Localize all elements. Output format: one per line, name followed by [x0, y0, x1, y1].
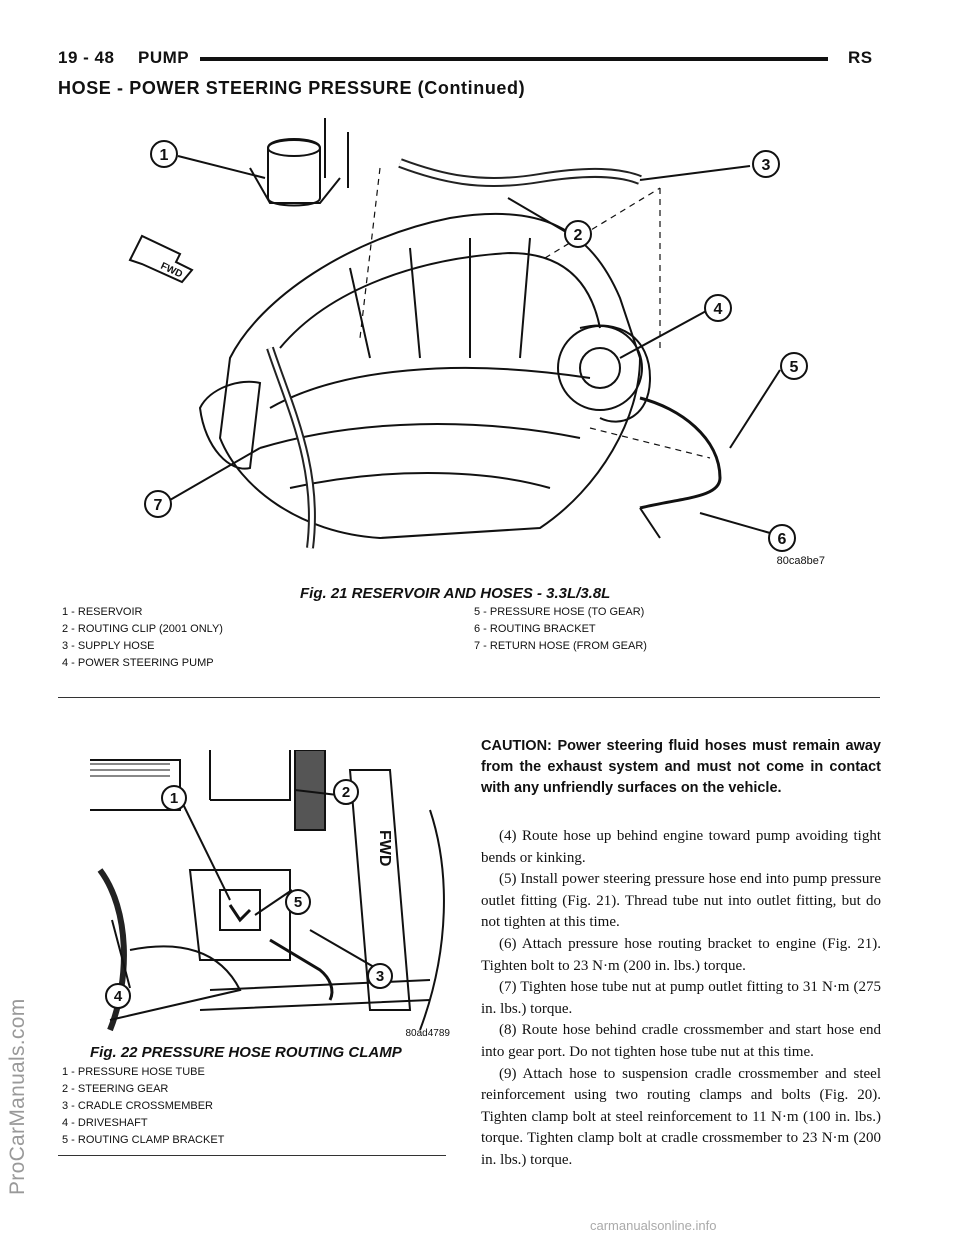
fig21-legend-item: 5 - PRESSURE HOSE (TO GEAR) — [474, 606, 645, 618]
procedure-steps: (4) Route hose up behind engine toward p… — [481, 826, 881, 1172]
page-number: 19 - 48 — [58, 48, 115, 67]
fig22-legend-item: 3 - CRADLE CROSSMEMBER — [62, 1100, 213, 1112]
fig22-callout-4: 4 — [114, 988, 123, 1005]
fig21-legend-item: 2 - ROUTING CLIP (2001 ONLY) — [62, 623, 223, 635]
fig21-callout-4: 4 — [714, 301, 723, 318]
fig22-legend-item: 5 - ROUTING CLAMP BRACKET — [62, 1134, 225, 1146]
fig21-image-code: 80ca8be7 — [777, 555, 825, 567]
fig22-image-code: 80ad4789 — [406, 1028, 451, 1039]
side-watermark: ProCarManuals.com — [6, 998, 29, 1196]
fig22-callout-2: 2 — [342, 784, 350, 801]
fig22-legend-item: 1 - PRESSURE HOSE TUBE — [62, 1066, 205, 1078]
fig21-legend-item: 4 - POWER STEERING PUMP — [62, 657, 214, 669]
fig22-fwd-label: FWD — [376, 830, 393, 866]
section-name: PUMP — [138, 48, 190, 67]
figure-22-legend: 1 - PRESSURE HOSE TUBE 2 - STEERING GEAR… — [62, 1064, 224, 1149]
caution-note: CAUTION: Power steering fluid hoses must… — [481, 738, 881, 796]
fig22-callout-1: 1 — [170, 790, 178, 807]
fig21-callout-6: 6 — [778, 531, 787, 548]
fig21-callout-3: 3 — [762, 157, 771, 174]
fig21-callout-1: 1 — [160, 147, 169, 164]
figure-21-legend-left: 1 - RESERVOIR 2 - ROUTING CLIP (2001 ONL… — [62, 604, 223, 672]
figure-22-caption: Fig. 22 PRESSURE HOSE ROUTING CLAMP — [90, 1044, 402, 1061]
procedure-step: (5) Install power steering pressure hose… — [481, 871, 881, 931]
fig21-callout-7: 7 — [154, 497, 163, 514]
fig21-legend-item: 6 - ROUTING BRACKET — [474, 623, 596, 635]
procedure-step: (4) Route hose up behind engine toward p… — [481, 828, 881, 866]
figure-22-rule — [58, 1155, 446, 1156]
procedure-step: (7) Tighten hose tube nut at pump outlet… — [481, 979, 881, 1017]
procedure-step: (8) Route hose behind cradle crossmember… — [481, 1022, 881, 1060]
section-title: HOSE - POWER STEERING PRESSURE (Continue… — [58, 78, 526, 98]
fig21-legend-item: 3 - SUPPLY HOSE — [62, 640, 155, 652]
figure-21-legend-right: 5 - PRESSURE HOSE (TO GEAR) 6 - ROUTING … — [474, 604, 647, 655]
fig21-legend-item: 7 - RETURN HOSE (FROM GEAR) — [474, 640, 647, 652]
procedure-step: (9) Attach hose to suspension cradle cro… — [481, 1065, 881, 1168]
footer-watermark: carmanualsonline.info — [590, 1218, 717, 1233]
figure-21-rule — [58, 697, 880, 698]
figure-21-caption: Fig. 21 RESERVOIR AND HOSES - 3.3L/3.8L — [300, 585, 611, 602]
procedure-step: (6) Attach pressure hose routing bracket… — [481, 935, 881, 974]
section-code: RS — [848, 48, 873, 67]
figure-21-illustration: 1 2 3 4 5 6 7 FWD 80ca8be7 — [120, 108, 860, 576]
figure-22-illustration: 1 2 3 4 5 FWD 80ad4789 — [90, 750, 460, 1040]
fig22-callout-3: 3 — [376, 968, 384, 985]
fig22-legend-item: 4 - DRIVESHAFT — [62, 1117, 148, 1129]
header-rule — [200, 57, 828, 61]
fig22-callout-5: 5 — [294, 894, 302, 911]
fig21-callout-2: 2 — [574, 227, 583, 244]
fig21-legend-item: 1 - RESERVOIR — [62, 606, 143, 618]
fig22-legend-item: 2 - STEERING GEAR — [62, 1083, 169, 1095]
fig21-callout-5: 5 — [790, 359, 799, 376]
